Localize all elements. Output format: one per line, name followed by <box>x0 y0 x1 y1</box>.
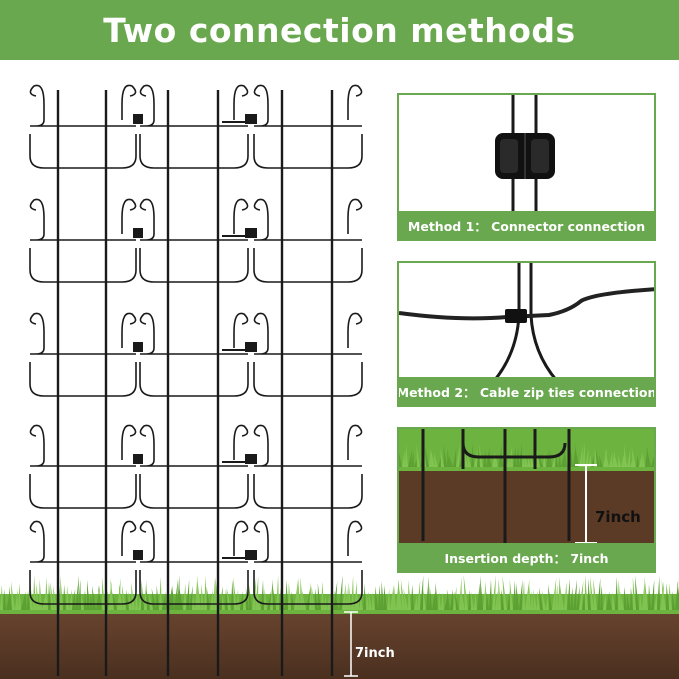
panel-method-2: Method 2： Cable zip ties connection <box>397 261 656 407</box>
fence-panels <box>29 84 363 676</box>
fence-illustration <box>0 84 679 679</box>
soil-ground <box>0 605 679 679</box>
panel-insertion-depth: 7inch Insertion depth： 7inch <box>397 427 656 573</box>
title-banner: Two connection methods <box>0 0 679 60</box>
method-2-caption: Method 2： Cable zip ties connection <box>399 377 654 405</box>
connector-clip-icon <box>399 95 654 215</box>
cable-zip-tie-icon <box>399 263 654 381</box>
insertion-depth-caption: Insertion depth： 7inch <box>399 543 654 571</box>
main-depth-label: 7inch <box>355 646 395 661</box>
panel-depth-label: 7inch <box>595 508 641 526</box>
page-title: Two connection methods <box>103 10 576 50</box>
depth-marker-icon <box>344 611 358 677</box>
method-1-caption: Method 1： Connector connection <box>399 211 654 239</box>
grass-strip <box>0 574 679 614</box>
panel-method-1: Method 1： Connector connection <box>397 93 656 241</box>
insertion-depth-scene <box>399 429 654 547</box>
